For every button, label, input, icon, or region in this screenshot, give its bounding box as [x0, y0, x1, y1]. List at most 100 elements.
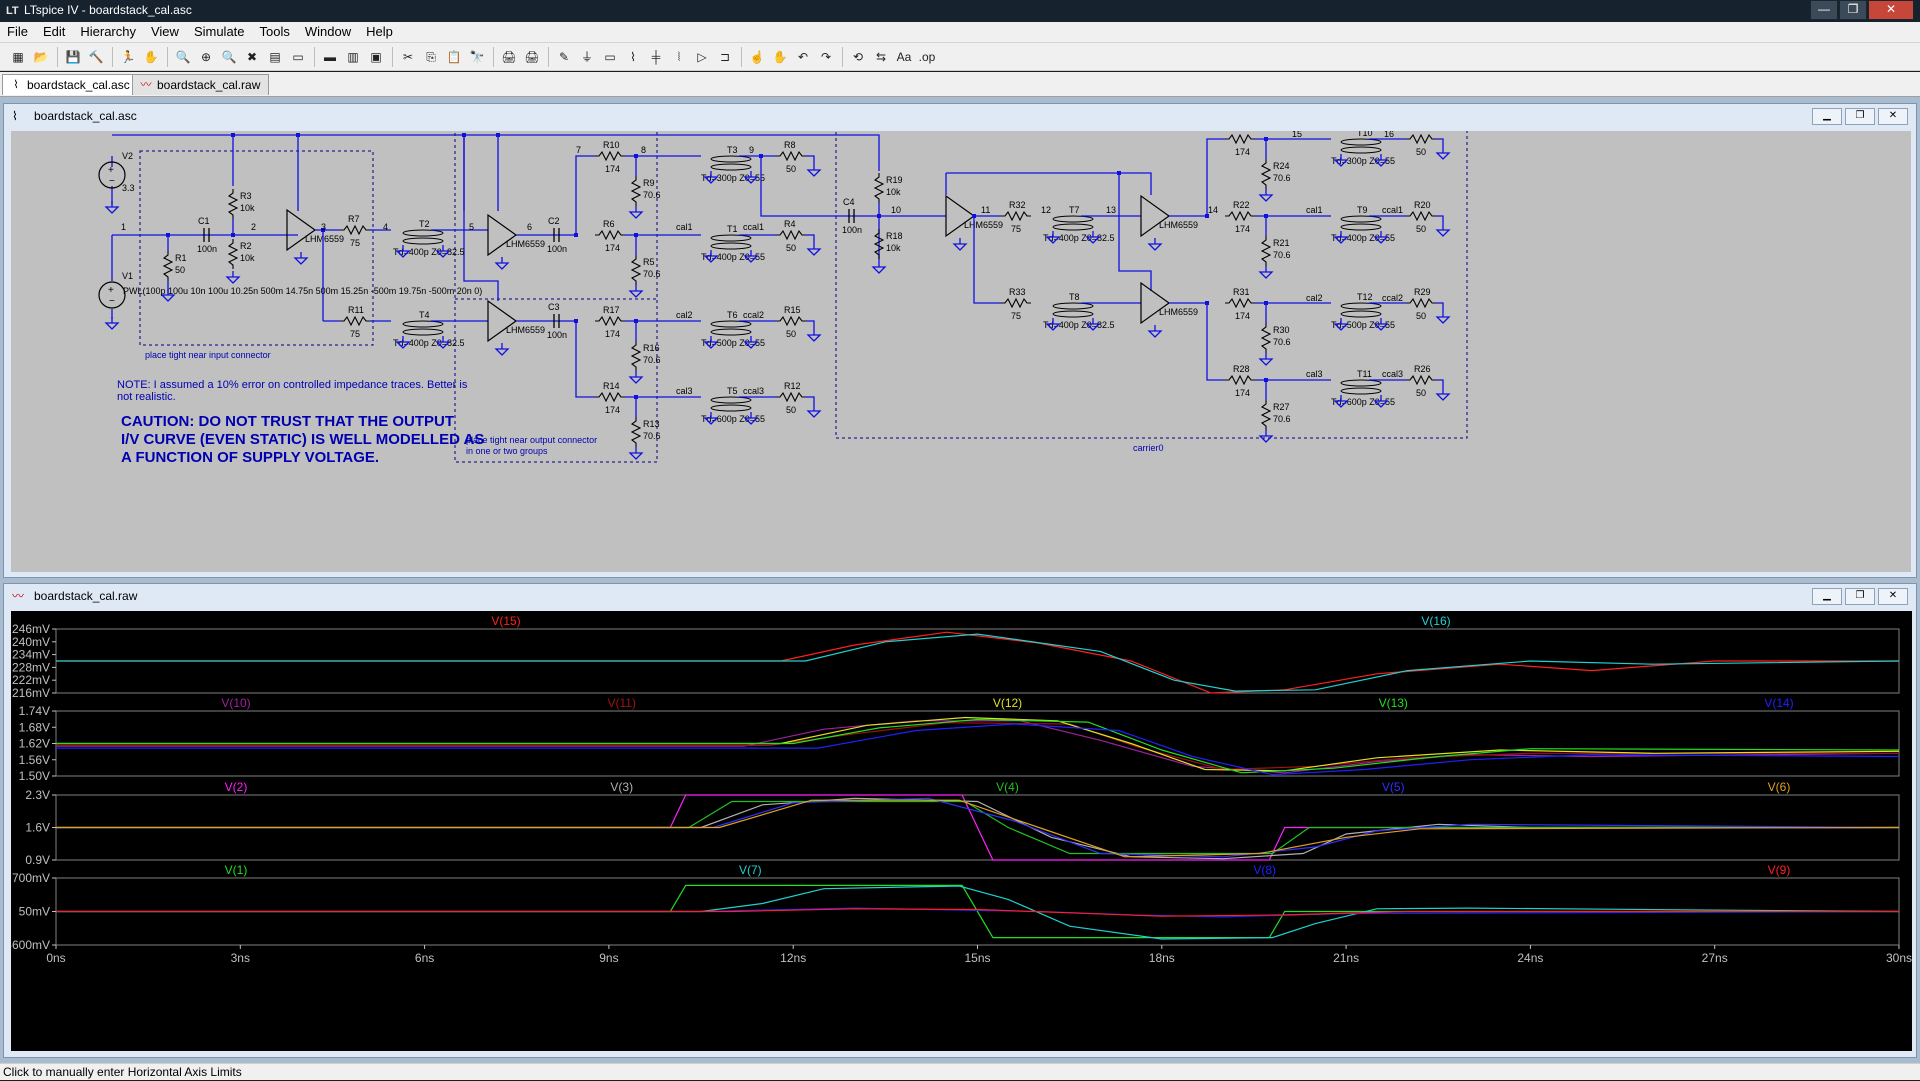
run-icon[interactable]: 🏃 [120, 49, 136, 64]
menu-help[interactable]: Help [366, 24, 393, 39]
y-tick-label: 1.68V [19, 720, 50, 734]
ground-icon [1045, 323, 1061, 331]
spice-directive-icon[interactable]: .op [918, 49, 936, 64]
menu-simulate[interactable]: Simulate [193, 24, 245, 39]
tile-horizontal-icon[interactable]: ▬ [324, 49, 336, 64]
x-tick-label: 24ns [1517, 951, 1543, 965]
menu-view[interactable]: View [150, 24, 179, 39]
tab-label: boardstack_cal.asc [27, 78, 130, 92]
menu-edit[interactable]: Edit [42, 24, 66, 39]
zoom-full-icon[interactable]: ⊕ [200, 49, 212, 64]
ground-icon [1085, 236, 1101, 244]
schematic-close-button[interactable]: ✕ [1878, 108, 1908, 125]
ground-icon [806, 248, 822, 256]
net-label: 7 [576, 145, 581, 155]
cascade-icon[interactable]: ▣ [370, 49, 382, 64]
wire [1436, 302, 1444, 311]
tline-icon [710, 242, 752, 250]
trace-name: V(11) [608, 696, 636, 710]
maximize-button[interactable]: ❐ [1839, 0, 1867, 20]
tab-schematic[interactable]: ⌇ boardstack_cal.asc [2, 74, 139, 95]
menu-window[interactable]: Window [304, 24, 352, 39]
menu-tools[interactable]: Tools [259, 24, 290, 39]
menu-file[interactable]: File [7, 24, 28, 39]
tline-icon [1052, 310, 1094, 318]
ground-icon [1258, 271, 1274, 279]
tline-value: Td=300p Z0=55 [1331, 156, 1395, 166]
redo-icon[interactable]: ↷ [820, 49, 832, 64]
zoom-in-icon[interactable]: 🔍 [175, 49, 191, 64]
voltage-source-icon [98, 161, 126, 189]
ground-icon [1373, 159, 1389, 167]
fit-icon[interactable]: ▭ [292, 49, 304, 64]
ground-icon[interactable]: ⏚ [580, 49, 593, 64]
wire [806, 396, 815, 405]
print-preview-icon[interactable]: 🖨 [524, 49, 540, 64]
inductor-icon[interactable]: ⦚ [677, 49, 681, 64]
tab-waveform[interactable]: 〰 boardstack_cal.raw [132, 74, 270, 95]
resistor-value: 50 [175, 265, 185, 275]
resistor-value: 174 [1235, 388, 1250, 398]
resistor-value: 174 [1235, 311, 1250, 321]
trace-line [56, 716, 1900, 772]
print-icon[interactable]: 🖨 [501, 49, 517, 64]
control-panel-icon[interactable]: 🔨 [88, 49, 104, 64]
x-tick-label: 27ns [1702, 951, 1728, 965]
tline-name: T7 [1069, 205, 1080, 215]
open-icon[interactable]: 📂 [33, 49, 49, 64]
draw-wire-icon[interactable]: ✎ [558, 49, 570, 64]
label-icon[interactable]: ▭ [604, 49, 616, 64]
autorange-icon[interactable]: ▤ [269, 49, 281, 64]
resistor-value: 174 [1235, 224, 1250, 234]
resistor-icon[interactable]: ⌇ [630, 49, 636, 64]
ground-icon [743, 176, 759, 184]
undo-icon[interactable]: ↶ [797, 49, 809, 64]
capacitor-icon[interactable]: ╪ [651, 49, 661, 64]
resistor-value: 75 [350, 238, 360, 248]
resistor-icon [227, 239, 239, 269]
diode-icon[interactable]: ▷ [697, 49, 707, 64]
menu-hierarchy[interactable]: Hierarchy [80, 24, 136, 39]
schematic-maximize-button[interactable]: ❐ [1845, 108, 1875, 125]
window-title: LTspice IV - boardstack_cal.asc [24, 3, 192, 17]
rotate-icon[interactable]: ⟲ [852, 49, 864, 64]
resistor-icon [1406, 374, 1436, 386]
ground-icon [104, 322, 120, 330]
paste-icon[interactable]: 📋 [446, 49, 462, 64]
capacitor-name: C2 [548, 216, 560, 226]
ground-icon [1435, 393, 1451, 401]
tline-icon [402, 328, 444, 336]
tline-name: T3 [727, 145, 738, 155]
mirror-icon[interactable]: ⇆ [875, 49, 887, 64]
close-button[interactable]: ✕ [1868, 0, 1914, 20]
copy-icon[interactable]: ⎘ [426, 49, 436, 64]
halt-icon[interactable]: ✋ [143, 49, 159, 64]
trace-line [56, 797, 1900, 858]
zoom-out-icon[interactable]: 🔍 [221, 49, 237, 64]
move-icon[interactable]: ☝ [749, 49, 765, 64]
minimize-button[interactable]: — [1810, 0, 1838, 20]
net-label: cal2 [676, 310, 693, 320]
waveform-maximize-button[interactable]: ❐ [1845, 588, 1875, 605]
component-icon[interactable]: ⊐ [719, 49, 731, 64]
zoom-cancel-icon[interactable]: ✖ [246, 49, 258, 64]
new-schematic-icon[interactable]: ▦ [12, 49, 24, 64]
find-icon[interactable]: 🔭 [469, 49, 485, 64]
save-icon[interactable]: 💾 [65, 49, 81, 64]
tile-vertical-icon[interactable]: ▥ [347, 49, 359, 64]
ground-icon [1333, 159, 1349, 167]
text-icon[interactable]: Aa [896, 49, 912, 64]
resistor-value: 70.6 [1273, 173, 1291, 183]
cut-icon[interactable]: ✂ [402, 49, 414, 64]
tline-value: Td=400p Z0=82.5 [1043, 320, 1115, 330]
waveform-close-button[interactable]: ✕ [1878, 588, 1908, 605]
toolbar-separator [548, 46, 549, 67]
waveform-minimize-button[interactable]: ▁ [1812, 588, 1842, 605]
drag-icon[interactable]: ✋ [772, 49, 788, 64]
group-box [454, 131, 658, 463]
resistor-name: R27 [1273, 402, 1290, 412]
wire [575, 321, 595, 398]
schematic-minimize-button[interactable]: ▁ [1812, 108, 1842, 125]
